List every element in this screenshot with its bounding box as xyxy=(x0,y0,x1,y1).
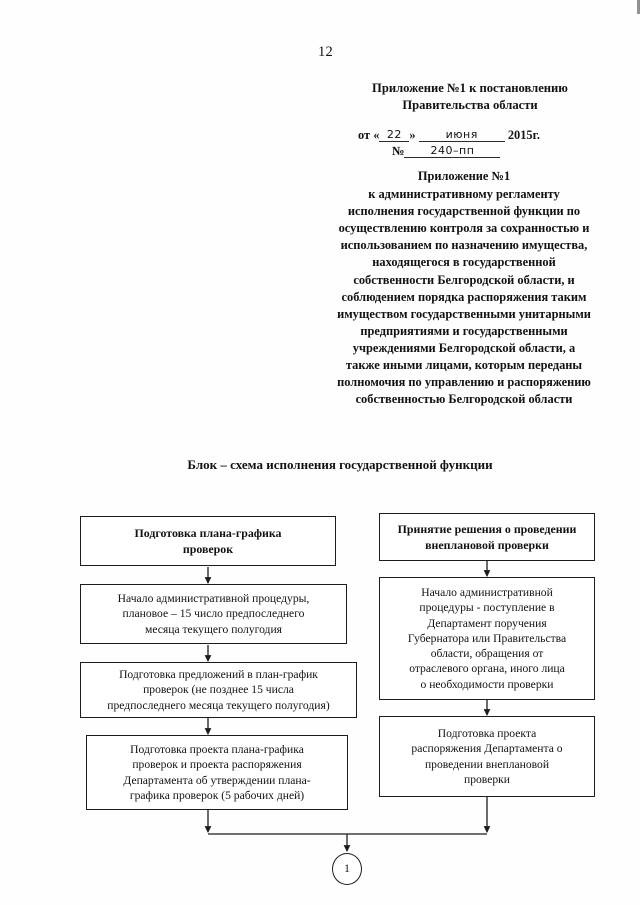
appendix-one-line-3: области xyxy=(493,97,538,112)
appendix-one-line-1: Приложение №1 xyxy=(372,81,466,95)
appendix-two-line-6: государственной собственности xyxy=(353,255,556,287)
appendix-two-line-4: сохранностью и использованием по xyxy=(340,221,590,253)
decree-date-line: от «22» июня 2015г. xyxy=(358,128,588,143)
flow-node-l3-line-2: проверок (не позднее 15 числа xyxy=(143,683,294,697)
flowchart-title: Блок – схема исполнения государственной … xyxy=(150,455,530,474)
flow-node-draft-schedule-and-order[interactable]: Подготовка проекта плана-графика проверо… xyxy=(86,735,348,810)
flow-node-l2-line-1: Начало административной процедуры, xyxy=(117,592,310,606)
flow-node-l1-line-2: проверок xyxy=(182,542,234,556)
date-day-value: 22 xyxy=(379,128,410,142)
appendix-two-line-9: имуществом государственными xyxy=(337,306,516,321)
page-number: 12 xyxy=(318,44,333,60)
flow-node-r2-line-3: Департамент поручения xyxy=(427,616,547,630)
flow-node-r2-line-1: Начало административной xyxy=(421,586,553,600)
appendix-two-line-11: государственными учреждениями xyxy=(352,323,568,355)
appendix-two-heading: Приложение №1 к административному реглам… xyxy=(336,168,592,408)
appendix-two-line-15: собственностью Белгородской области xyxy=(355,392,573,407)
appendix-two-title: Приложение №1 xyxy=(417,169,511,183)
appendix-two-line-1: к административному регламенту xyxy=(368,187,560,202)
appendix-two-line-12: Белгородской области, а также иными xyxy=(345,340,576,373)
flow-node-r3-line-1: Подготовка проекта xyxy=(437,727,537,741)
flow-node-l1-line-1: Подготовка плана-графика xyxy=(134,526,282,540)
flow-node-l4-line-2: проверок и проекта распоряжения xyxy=(132,758,302,772)
flow-node-r3-line-4: проверки xyxy=(464,772,510,786)
date-month-value: июня xyxy=(418,128,505,142)
flow-node-l3-line-3: предпоследнего месяца текущего полугодия… xyxy=(107,698,330,712)
flow-node-r3-line-2: распоряжения Департамента о xyxy=(411,742,563,756)
appendix-two-line-7: Белгородской области, и соблюдением xyxy=(341,272,575,304)
flow-node-r2-line-5: области, обращения от xyxy=(430,647,544,661)
number-prefix: № xyxy=(392,144,405,158)
appendix-two-line-3: по осуществлению контроля за xyxy=(338,204,581,236)
flow-node-l4-line-4: графика проверок (5 рабочих дней) xyxy=(129,788,305,802)
flow-node-r1-line-1: Принятие решения о проведении xyxy=(397,522,577,536)
scan-edge-artifact xyxy=(637,0,640,14)
flow-node-l4-line-3: Департамента об утверждении плана- xyxy=(123,773,311,787)
flow-connector-circle-1[interactable]: 1 xyxy=(332,853,362,885)
flow-node-preparation-of-inspection-schedule[interactable]: Подготовка плана-графика проверок xyxy=(80,516,336,566)
appendix-two-line-5: назначению имущества, находящегося в xyxy=(372,238,588,270)
flow-node-l3-line-1: Подготовка предложений в план-график xyxy=(119,668,318,682)
appendix-two-line-2: исполнения государственной функции xyxy=(347,204,564,219)
appendix-one-heading: Приложение №1 к постановлению Правительс… xyxy=(355,80,585,113)
flow-node-r3-line-3: проведении внеплановой xyxy=(424,757,550,771)
date-quote-close: » xyxy=(409,128,416,142)
flow-node-r2-line-6: отраслевого органа, иного лица xyxy=(409,662,565,676)
flowchart-title-line-2: исполнения государственной функции xyxy=(266,457,493,472)
appendix-two-line-13: лицами, которым переданы полномочия xyxy=(337,358,583,390)
appendix-one-line-2: к постановлению Правительства xyxy=(402,81,568,112)
flow-node-l2-line-2: плановое – 15 число предпоследнего xyxy=(122,607,305,621)
date-year-value: 2015г. xyxy=(507,128,540,142)
flow-node-start-of-unscheduled-procedure[interactable]: Начало административной процедуры - пост… xyxy=(379,577,595,700)
flow-node-r2-line-7: о необходимости проверки xyxy=(420,677,554,691)
date-prefix: от « xyxy=(358,128,380,142)
flow-node-start-of-planned-procedure[interactable]: Начало административной процедуры, плано… xyxy=(80,584,347,644)
appendix-two-line-10: унитарными предприятиями и xyxy=(360,306,591,338)
flow-node-r2-line-4: Губернатора или Правительства xyxy=(407,631,567,645)
flow-node-r1-line-2: внеплановой проверки xyxy=(425,538,549,552)
flow-node-r2-line-2: процедуры - поступление в xyxy=(419,601,555,615)
appendix-two-line-14: по управлению и распоряжению xyxy=(408,375,591,390)
flow-node-preparation-of-proposals[interactable]: Подготовка предложений в план-график про… xyxy=(80,662,357,718)
flow-node-decision-on-unscheduled-inspection[interactable]: Принятие решения о проведении внепланово… xyxy=(379,513,595,561)
flowchart-title-line-1: Блок – схема xyxy=(187,457,263,472)
flow-node-l4-line-1: Подготовка проекта плана-графика xyxy=(130,743,304,757)
decree-number-value: 240–пп xyxy=(404,144,501,158)
flow-node-l2-line-3: месяца текущего полугодия xyxy=(144,622,282,636)
appendix-two-line-8: порядка распоряжения таким xyxy=(417,289,587,304)
flow-connector-label: 1 xyxy=(344,863,350,875)
flow-node-draft-order-unscheduled-inspection[interactable]: Подготовка проекта распоряжения Департам… xyxy=(379,716,595,797)
